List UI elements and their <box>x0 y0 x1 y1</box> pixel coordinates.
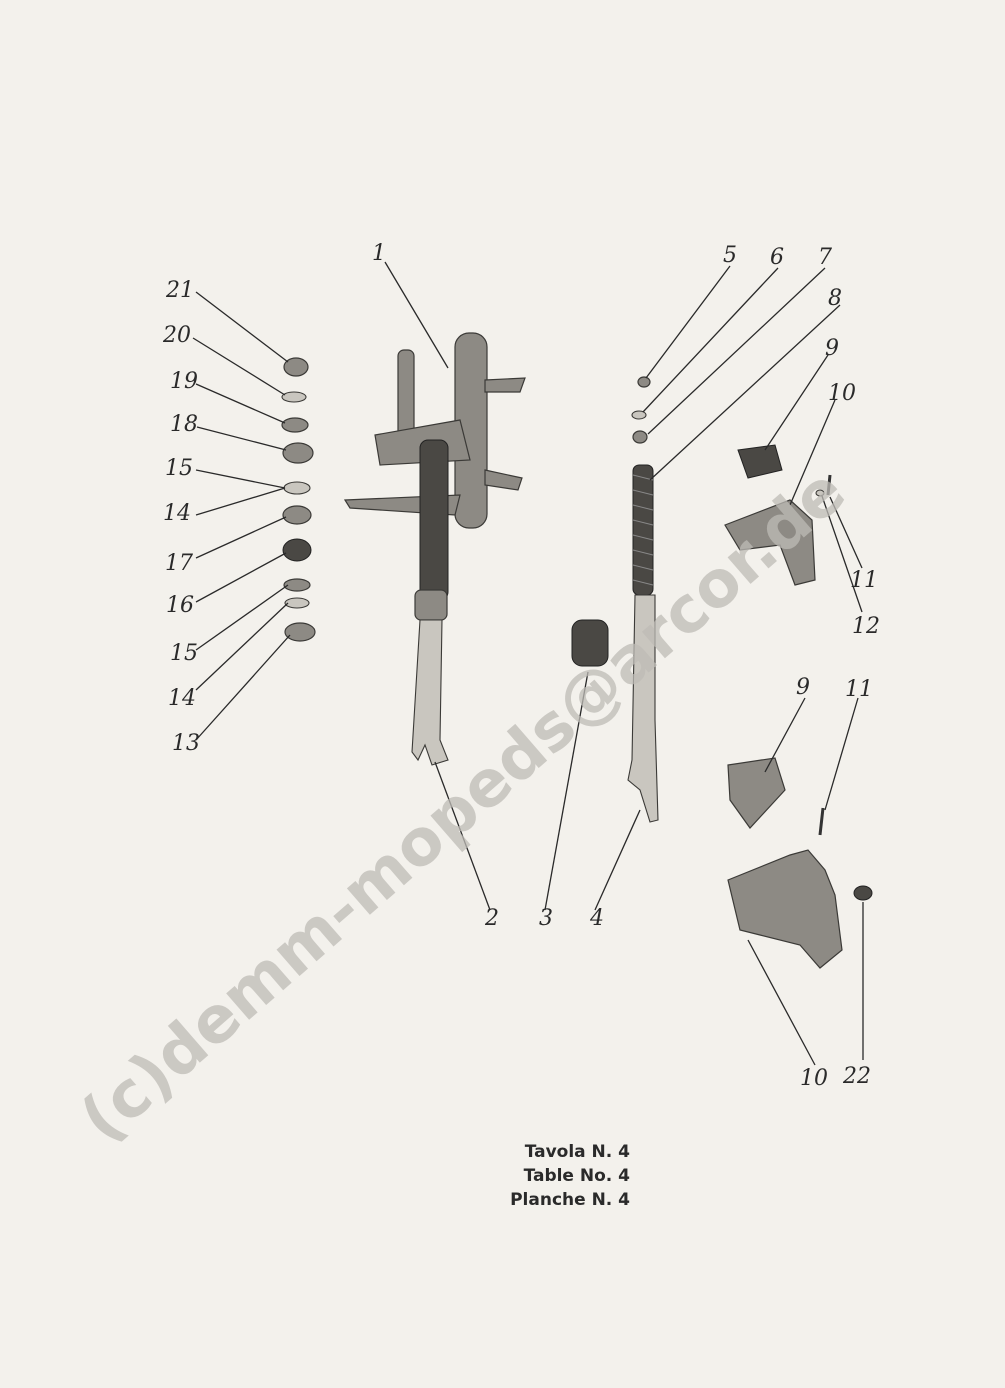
part-10-fork-crown <box>727 849 843 969</box>
part-17-cup <box>282 538 312 562</box>
part-12-washer <box>815 489 825 497</box>
callout-2: 2 <box>484 906 499 931</box>
caption-english: Table No. 4 <box>523 1166 630 1186</box>
leader-lines <box>192 261 864 1066</box>
callout-12: 12 <box>852 614 880 639</box>
part-15-ring-upper <box>283 481 311 495</box>
callout-20: 20 <box>162 323 191 348</box>
callout-6: 6 <box>770 245 784 270</box>
part-10-bracket-upper <box>724 499 816 586</box>
plate-caption: Tavola N. 4 Table No. 4 Planche N. 4 <box>430 1140 630 1212</box>
part-20-ring <box>281 391 307 403</box>
bearing-stack <box>281 357 316 642</box>
part-21-nut <box>283 357 309 377</box>
part-18-cup <box>282 442 314 464</box>
callout-10-lower: 10 <box>800 1066 828 1091</box>
part-5-screw <box>637 376 651 388</box>
caption-italian: Tavola N. 4 <box>524 1142 630 1162</box>
part-7-nut <box>632 430 648 444</box>
part-3-rubber-buffer <box>571 619 609 667</box>
part-4-fork-leg <box>627 594 659 823</box>
callout-8: 8 <box>828 286 842 311</box>
part-1-steering-column <box>343 332 526 621</box>
callout-16: 16 <box>166 593 194 618</box>
part-14-cone-upper <box>282 505 312 525</box>
callout-11-upper: 11 <box>850 568 878 593</box>
part-16-ring <box>283 578 311 592</box>
callout-7: 7 <box>818 245 832 270</box>
part-2-fork-leg <box>411 619 449 766</box>
callout-22: 22 <box>842 1064 871 1089</box>
part-19-ring <box>281 417 309 433</box>
part-9-cap-upper <box>737 444 783 479</box>
callout-10-upper: 10 <box>828 381 856 406</box>
callout-18: 18 <box>170 412 198 437</box>
callout-19: 19 <box>170 369 198 394</box>
callout-1: 1 <box>372 241 386 266</box>
callout-17: 17 <box>165 551 193 576</box>
callout-15-upper: 15 <box>165 456 193 481</box>
callout-14-lower: 14 <box>168 686 196 711</box>
callout-9-lower: 9 <box>796 675 810 700</box>
caption-french: Planche N. 4 <box>510 1190 630 1210</box>
callout-11-lower: 11 <box>845 677 873 702</box>
callout-5: 5 <box>723 243 737 268</box>
callout-3: 3 <box>539 906 553 931</box>
callout-15-lower: 15 <box>170 641 198 666</box>
part-8-spring <box>632 464 654 596</box>
part-13-cup <box>284 622 316 642</box>
part-11-bolt-lower <box>818 807 825 836</box>
callout-13: 13 <box>172 731 200 756</box>
callout-14-upper: 14 <box>163 501 191 526</box>
part-6-washer <box>631 410 647 420</box>
callout-4: 4 <box>589 906 604 931</box>
part-15-ring-lower <box>284 597 310 609</box>
part-11-bolt-upper <box>826 474 832 496</box>
callout-numbers: 1 2 3 4 5 6 7 8 9 10 11 12 9 11 10 22 21… <box>162 241 880 1091</box>
callout-9-upper: 9 <box>825 336 839 361</box>
part-22-plug <box>853 885 873 901</box>
callout-21: 21 <box>165 278 194 303</box>
part-9-cap-lower <box>727 757 786 829</box>
